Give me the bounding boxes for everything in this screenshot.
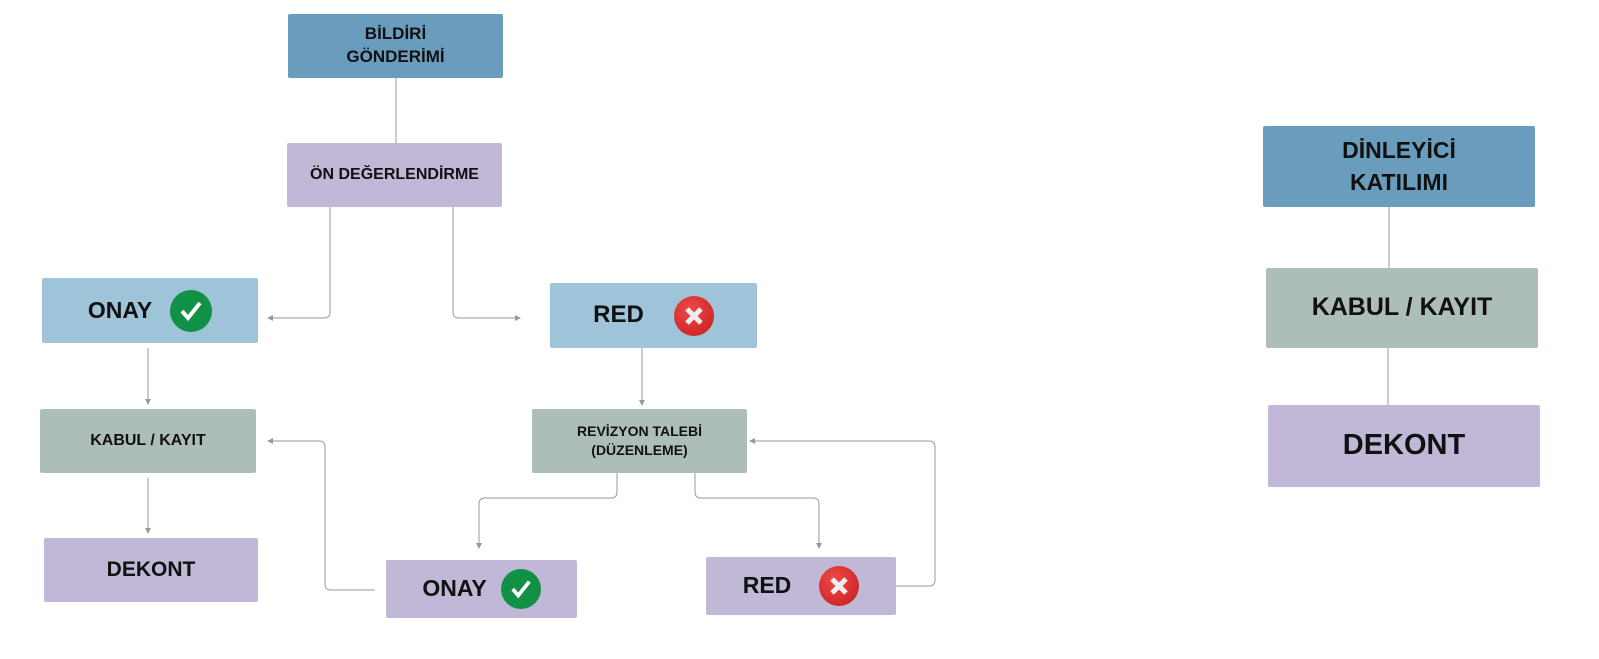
node-label: ONAY — [87, 296, 153, 323]
node-label: ONAY — [422, 575, 487, 602]
node-dekont-1[interactable]: DEKONT — [44, 538, 258, 602]
connector-onay2-kabul — [267, 438, 375, 591]
node-bildiri-gonderimi[interactable]: BİLDİRİ GÖNDERİMİ — [288, 14, 503, 78]
connector-onDeg-red — [452, 207, 521, 321]
node-label: DİNLEYİCİ KATILIMI — [1342, 137, 1456, 195]
connector-revizyon-red2 — [694, 473, 822, 549]
connector-onDeg-onay — [267, 207, 331, 321]
node-red-2[interactable]: RED — [706, 557, 896, 615]
node-onay-2[interactable]: ONAY — [386, 560, 577, 618]
node-kabul-kayit-1[interactable]: KABUL / KAYIT — [40, 409, 256, 473]
node-onay-1[interactable]: ONAY — [42, 278, 258, 343]
node-revizyon-talebi[interactable]: REVİZYON TALEBİ (DÜZENLEME) — [532, 409, 747, 473]
node-dekont-2[interactable]: DEKONT — [1268, 405, 1540, 487]
node-label: BİLDİRİ GÖNDERİMİ — [346, 24, 445, 66]
node-on-degerlendirme[interactable]: ÖN DEĞERLENDİRME — [287, 143, 502, 207]
check-circle-icon — [170, 289, 213, 332]
node-label: ÖN DEĞERLENDİRME — [310, 166, 479, 184]
x-circle-icon — [819, 566, 860, 606]
connector-revizyon-onay2 — [476, 473, 618, 549]
node-label: KABUL / KAYIT — [90, 432, 206, 450]
check-circle-icon — [500, 569, 541, 609]
node-dinleyici-katilimi[interactable]: DİNLEYİCİ KATILIMI — [1263, 126, 1535, 207]
node-red-1[interactable]: RED — [550, 283, 757, 348]
node-kabul-kayit-2[interactable]: KABUL / KAYIT — [1266, 268, 1538, 348]
node-label: RED — [593, 301, 644, 329]
node-label: DEKONT — [1342, 429, 1466, 462]
connector-red2-revizyon — [749, 438, 936, 587]
node-label: REVİZYON TALEBİ (DÜZENLEME) — [577, 423, 702, 458]
node-label: KABUL / KAYIT — [1311, 293, 1493, 322]
x-circle-icon — [673, 295, 714, 336]
node-label: DEKONT — [106, 557, 196, 581]
node-label: RED — [742, 572, 792, 599]
